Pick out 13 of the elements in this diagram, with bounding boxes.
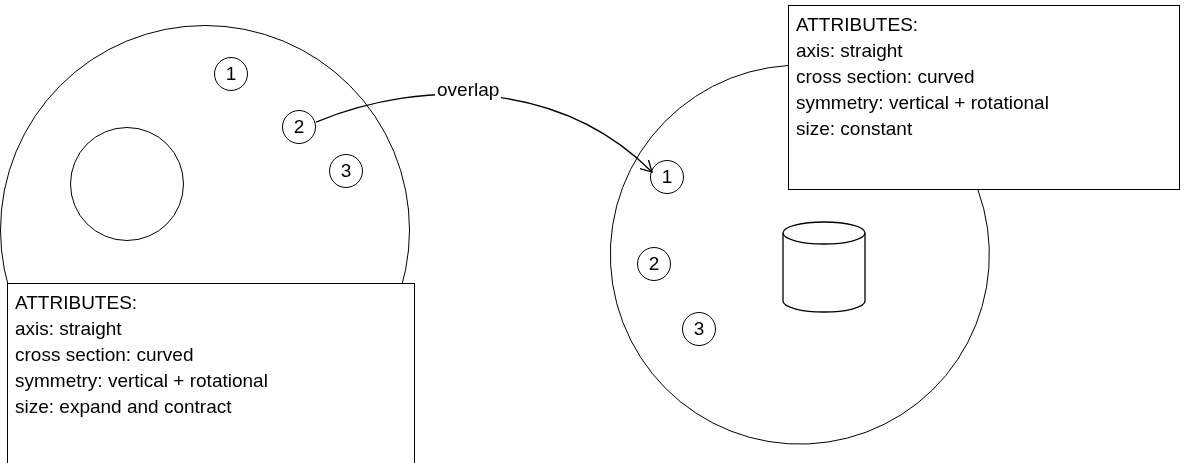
attributes-heading: ATTRIBUTES:	[15, 291, 138, 315]
attribute-text: cross section: curved	[796, 65, 975, 89]
cylinder-icon	[782, 221, 866, 313]
attributes-panel	[7, 283, 415, 463]
attributes-panel	[788, 5, 1180, 190]
attribute-text: axis: straight	[15, 317, 122, 341]
attribute-text: symmetry: vertical + rotational	[796, 91, 1049, 115]
attribute-text: size: constant	[796, 117, 913, 141]
attribute-text: cross section: curved	[15, 343, 194, 367]
attributes-heading: ATTRIBUTES:	[796, 13, 919, 37]
attribute-text: symmetry: vertical + rotational	[15, 369, 268, 393]
attribute-text: size: expand and contract	[15, 395, 232, 419]
attribute-text: axis: straight	[796, 39, 903, 63]
